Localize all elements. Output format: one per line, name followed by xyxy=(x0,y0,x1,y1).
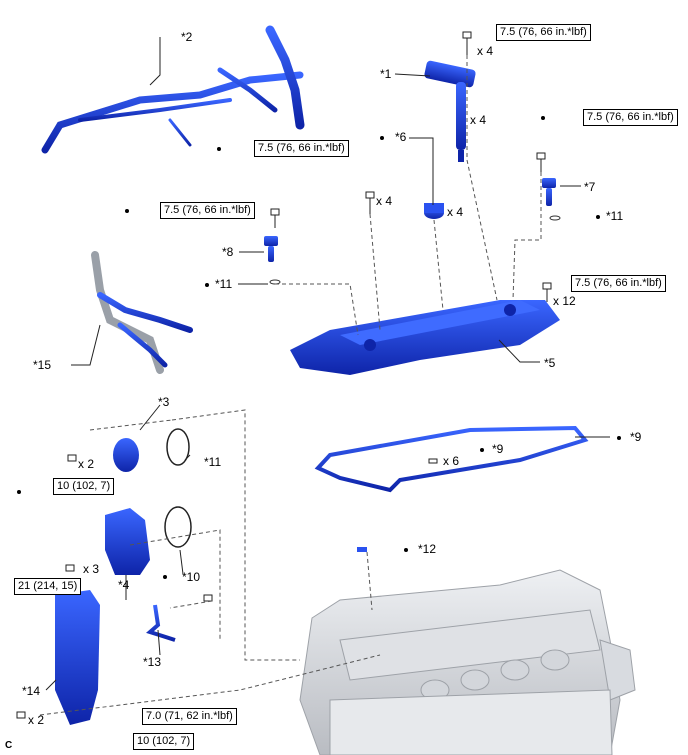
bullet-dot xyxy=(480,448,484,452)
callout-10: *10 xyxy=(182,570,201,584)
bullet-dot xyxy=(541,116,545,120)
ignition-coil xyxy=(424,60,476,162)
sensor-8 xyxy=(264,236,278,262)
o-ring-11 xyxy=(166,428,190,466)
wire-harness xyxy=(41,25,305,154)
bullet-dot xyxy=(217,147,221,151)
callout-3: *3 xyxy=(158,395,170,409)
quantity-label: x 4 xyxy=(470,113,487,127)
bullet-dot xyxy=(125,209,129,213)
part-12 xyxy=(357,547,367,552)
callout-8: *8 xyxy=(222,245,234,259)
cylinder-head-cover xyxy=(290,300,560,375)
torque-spec-box: 10 (102, 7) xyxy=(133,733,195,750)
o-ring-10 xyxy=(164,506,192,548)
callout-11: *11 xyxy=(606,209,624,223)
quantity-label: x 6 xyxy=(443,454,460,468)
bullet-dot xyxy=(163,575,167,579)
sensor-7 xyxy=(542,178,556,206)
torque-spec-box: 7.5 (76, 66 in.*lbf) xyxy=(583,109,678,126)
callout-11: *11 xyxy=(215,277,233,291)
leader-lines xyxy=(45,37,610,691)
timing-case-14 xyxy=(55,590,100,725)
engine-block xyxy=(299,569,636,755)
quantity-label: x 4 xyxy=(477,44,494,58)
callout-6: *6 xyxy=(395,130,407,144)
bullet-dot xyxy=(17,490,21,494)
callout-15: *15 xyxy=(33,358,52,372)
callout-14: *14 xyxy=(22,684,41,698)
callout-7: *7 xyxy=(584,180,596,194)
quantity-label: x 2 xyxy=(28,713,45,727)
callout-4: *4 xyxy=(118,578,130,592)
torque-spec-box: 7.5 (76, 66 in.*lbf) xyxy=(571,275,666,292)
callout-1: *1 xyxy=(380,67,392,81)
quantity-label: x 4 xyxy=(376,194,393,208)
part-3 xyxy=(113,438,139,472)
callout-11: *11 xyxy=(204,455,222,469)
quantity-label: x 12 xyxy=(553,294,576,308)
part-4 xyxy=(105,508,150,575)
torque-spec-box: 21 (214, 15) xyxy=(14,578,82,595)
harness-15 xyxy=(91,251,193,374)
bolts xyxy=(16,31,552,719)
torque-spec-box: 10 (102, 7) xyxy=(53,478,115,495)
bullet-dot xyxy=(596,215,600,219)
quantity-label: x 2 xyxy=(78,457,95,471)
callout-5: *5 xyxy=(544,356,556,370)
callout-13: *13 xyxy=(143,655,162,669)
bracket-13 xyxy=(146,604,176,642)
assembly-lines xyxy=(39,55,542,716)
callout-2: *2 xyxy=(181,30,193,44)
quantity-label: x 3 xyxy=(83,562,100,576)
callout-9: *9 xyxy=(630,430,642,444)
callout-9: *9 xyxy=(492,442,504,456)
callout-12: *12 xyxy=(418,542,437,556)
torque-spec-box: 7.0 (71, 62 in.*lbf) xyxy=(142,708,237,725)
bullet-dot xyxy=(617,436,621,440)
bullet-dot xyxy=(404,548,408,552)
head-cover-gasket xyxy=(314,425,589,493)
plug-tube-seal xyxy=(424,203,444,219)
torque-spec-box: 7.5 (76, 66 in.*lbf) xyxy=(160,202,255,219)
quantity-label: x 4 xyxy=(447,205,464,219)
torque-spec-box: 7.5 (76, 66 in.*lbf) xyxy=(254,140,349,157)
figure-code: C xyxy=(5,740,13,751)
bullet-dot xyxy=(205,283,209,287)
bullet-dot xyxy=(380,136,384,140)
torque-spec-box: 7.5 (76, 66 in.*lbf) xyxy=(496,24,591,41)
